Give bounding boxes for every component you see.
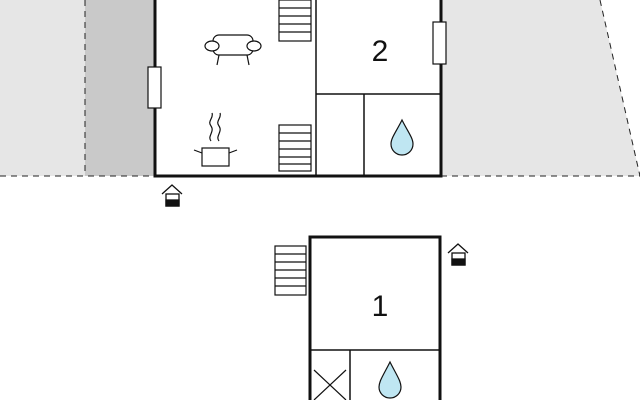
stairs-icon [278,0,312,42]
window-icon [432,21,447,65]
room-number-1: 1 [372,290,389,323]
crossed-box-icon [313,369,347,401]
stairs-icon [274,245,307,296]
terrace-outline [0,0,640,177]
cooking-pot-icon [193,112,238,167]
entrance-house-icon [161,184,183,207]
lower-unit-wall [308,235,442,405]
room-number-2: 2 [372,35,389,68]
water-drop-icon [378,360,402,399]
upper-unit: 2 [147,0,447,178]
water-drop-icon [390,118,414,156]
lower-unit: 1 [308,235,442,405]
entrance-house-icon [447,243,469,266]
window-icon [147,66,162,109]
terrace-shaded [85,0,155,176]
sofa-icon [204,34,262,66]
stairs-icon [278,124,312,172]
terrace-right [441,0,640,176]
